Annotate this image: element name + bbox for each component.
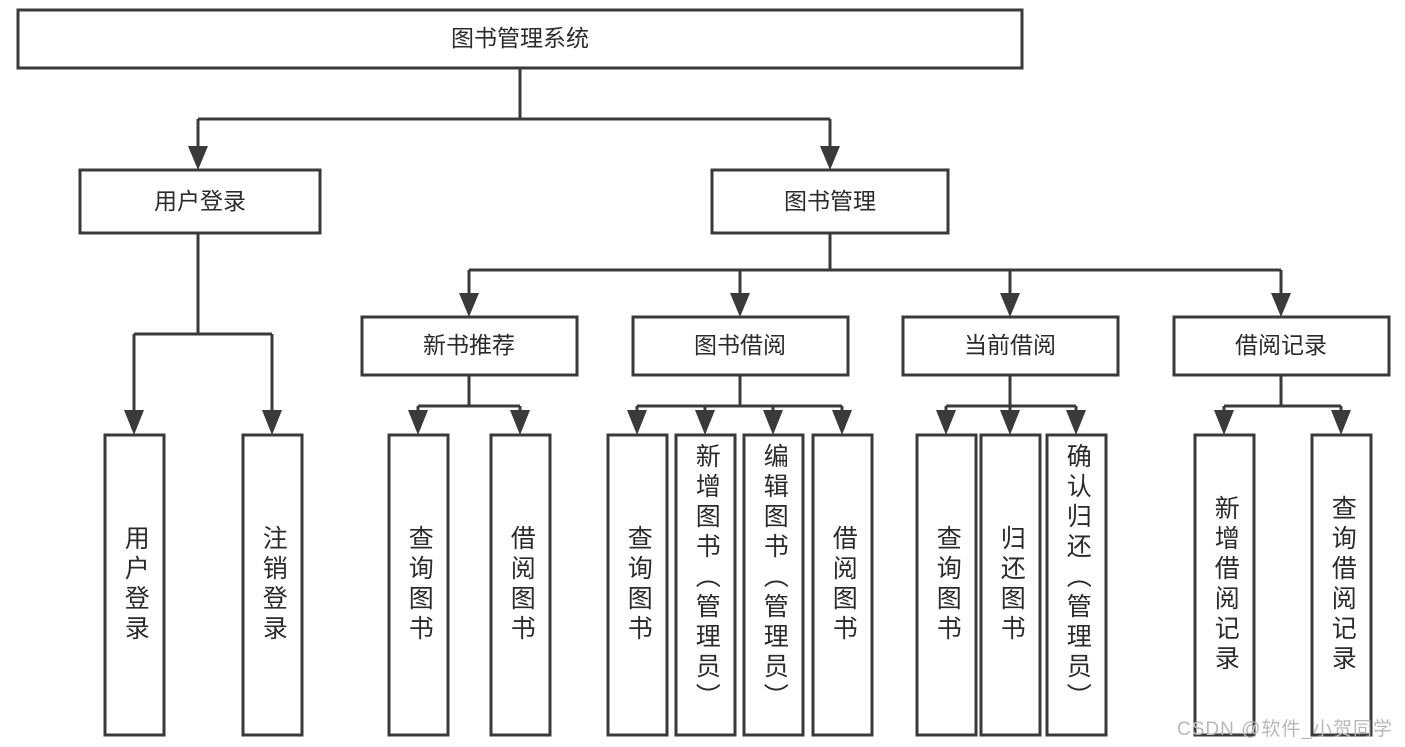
leaf-box-bb-borrow[interactable] — [811, 433, 874, 737]
arrow-head-cb-query — [936, 410, 956, 435]
arrow-head-book-borrow — [730, 293, 750, 317]
node-user-login-box[interactable] — [78, 168, 322, 235]
arrow-head-bb-add — [695, 410, 715, 435]
connector-group-new-book — [408, 375, 530, 435]
arrow-head-br-add — [1214, 410, 1234, 435]
arrow-head-bb-borrow — [832, 410, 852, 435]
arrow-head-leaf-user-login — [124, 410, 144, 435]
arrow-head-br-query — [1331, 410, 1351, 435]
arrow-head-new-book-query — [408, 410, 428, 435]
arrow-head-bb-edit — [763, 410, 783, 435]
connector-group-book-manage — [459, 233, 1291, 317]
leaf-box-logout[interactable] — [241, 433, 304, 737]
connector-group-current-borrow — [936, 375, 1086, 435]
node-book-borrow-box[interactable] — [631, 315, 850, 377]
arrow-head-user-login — [188, 146, 208, 170]
connector-group-book-borrow — [627, 375, 852, 435]
leaf-box-nbr-borrow[interactable] — [489, 433, 552, 737]
arrow-head-cb-confirm — [1066, 410, 1086, 435]
leaf-box-nbr-query[interactable] — [387, 433, 450, 737]
connector-group-root — [188, 68, 840, 170]
node-user-login-label: 用户登录 — [154, 188, 246, 214]
leaf-box-user-login[interactable] — [103, 433, 166, 737]
leaf-box-bb-query[interactable] — [606, 433, 669, 737]
arrow-head-bb-query — [627, 410, 647, 435]
leaf-box-cb-confirm[interactable] — [1045, 433, 1108, 737]
connector-group-borrow-record — [1214, 375, 1351, 435]
node-root[interactable]: 图书管理系统 — [16, 8, 1024, 70]
csdn-watermark: CSDN @软件_小贺同学 — [1177, 719, 1393, 740]
leaf-box-cb-return[interactable] — [979, 433, 1042, 737]
node-current-borrow-box[interactable] — [901, 315, 1120, 377]
arrow-head-cb-return — [1000, 410, 1020, 435]
arrow-head-new-book — [459, 293, 479, 317]
connector-group-user-login — [124, 233, 282, 435]
node-user-login[interactable]: 用户登录 — [78, 168, 322, 235]
arrow-head-new-book-borrow — [510, 410, 530, 435]
node-book-manage-box[interactable] — [710, 168, 950, 235]
node-borrow-record-box[interactable] — [1172, 315, 1391, 377]
node-book-manage-label: 图书管理 — [784, 188, 876, 214]
node-borrow-record-label: 借阅记录 — [1235, 332, 1327, 358]
leaf-box-bb-add[interactable] — [674, 433, 737, 737]
arrow-head-current-borrow — [1000, 293, 1020, 317]
arrow-head-borrow-record — [1271, 293, 1291, 317]
node-book-manage[interactable]: 图书管理 — [710, 168, 950, 235]
node-book-borrow-label: 图书借阅 — [694, 332, 786, 358]
node-book-borrow[interactable]: 图书借阅 — [631, 315, 850, 377]
node-new-book-recommend[interactable]: 新书推荐 — [360, 315, 579, 377]
arrow-head-leaf-logout — [262, 410, 282, 435]
node-new-book-recommend-box[interactable] — [360, 315, 579, 377]
leaf-box-bb-edit[interactable] — [742, 433, 805, 737]
node-borrow-record[interactable]: 借阅记录 — [1172, 315, 1391, 377]
node-new-book-recommend-label: 新书推荐 — [423, 332, 515, 358]
leaf-box-br-add[interactable] — [1193, 433, 1256, 737]
leaf-box-br-query[interactable] — [1310, 433, 1373, 737]
node-root-box[interactable] — [16, 8, 1024, 70]
leaf-box-cb-query[interactable] — [915, 433, 978, 737]
node-root-label: 图书管理系统 — [451, 25, 589, 51]
arrow-head-book-manage — [820, 146, 840, 170]
node-current-borrow[interactable]: 当前借阅 — [901, 315, 1120, 377]
node-current-borrow-label: 当前借阅 — [964, 332, 1056, 358]
